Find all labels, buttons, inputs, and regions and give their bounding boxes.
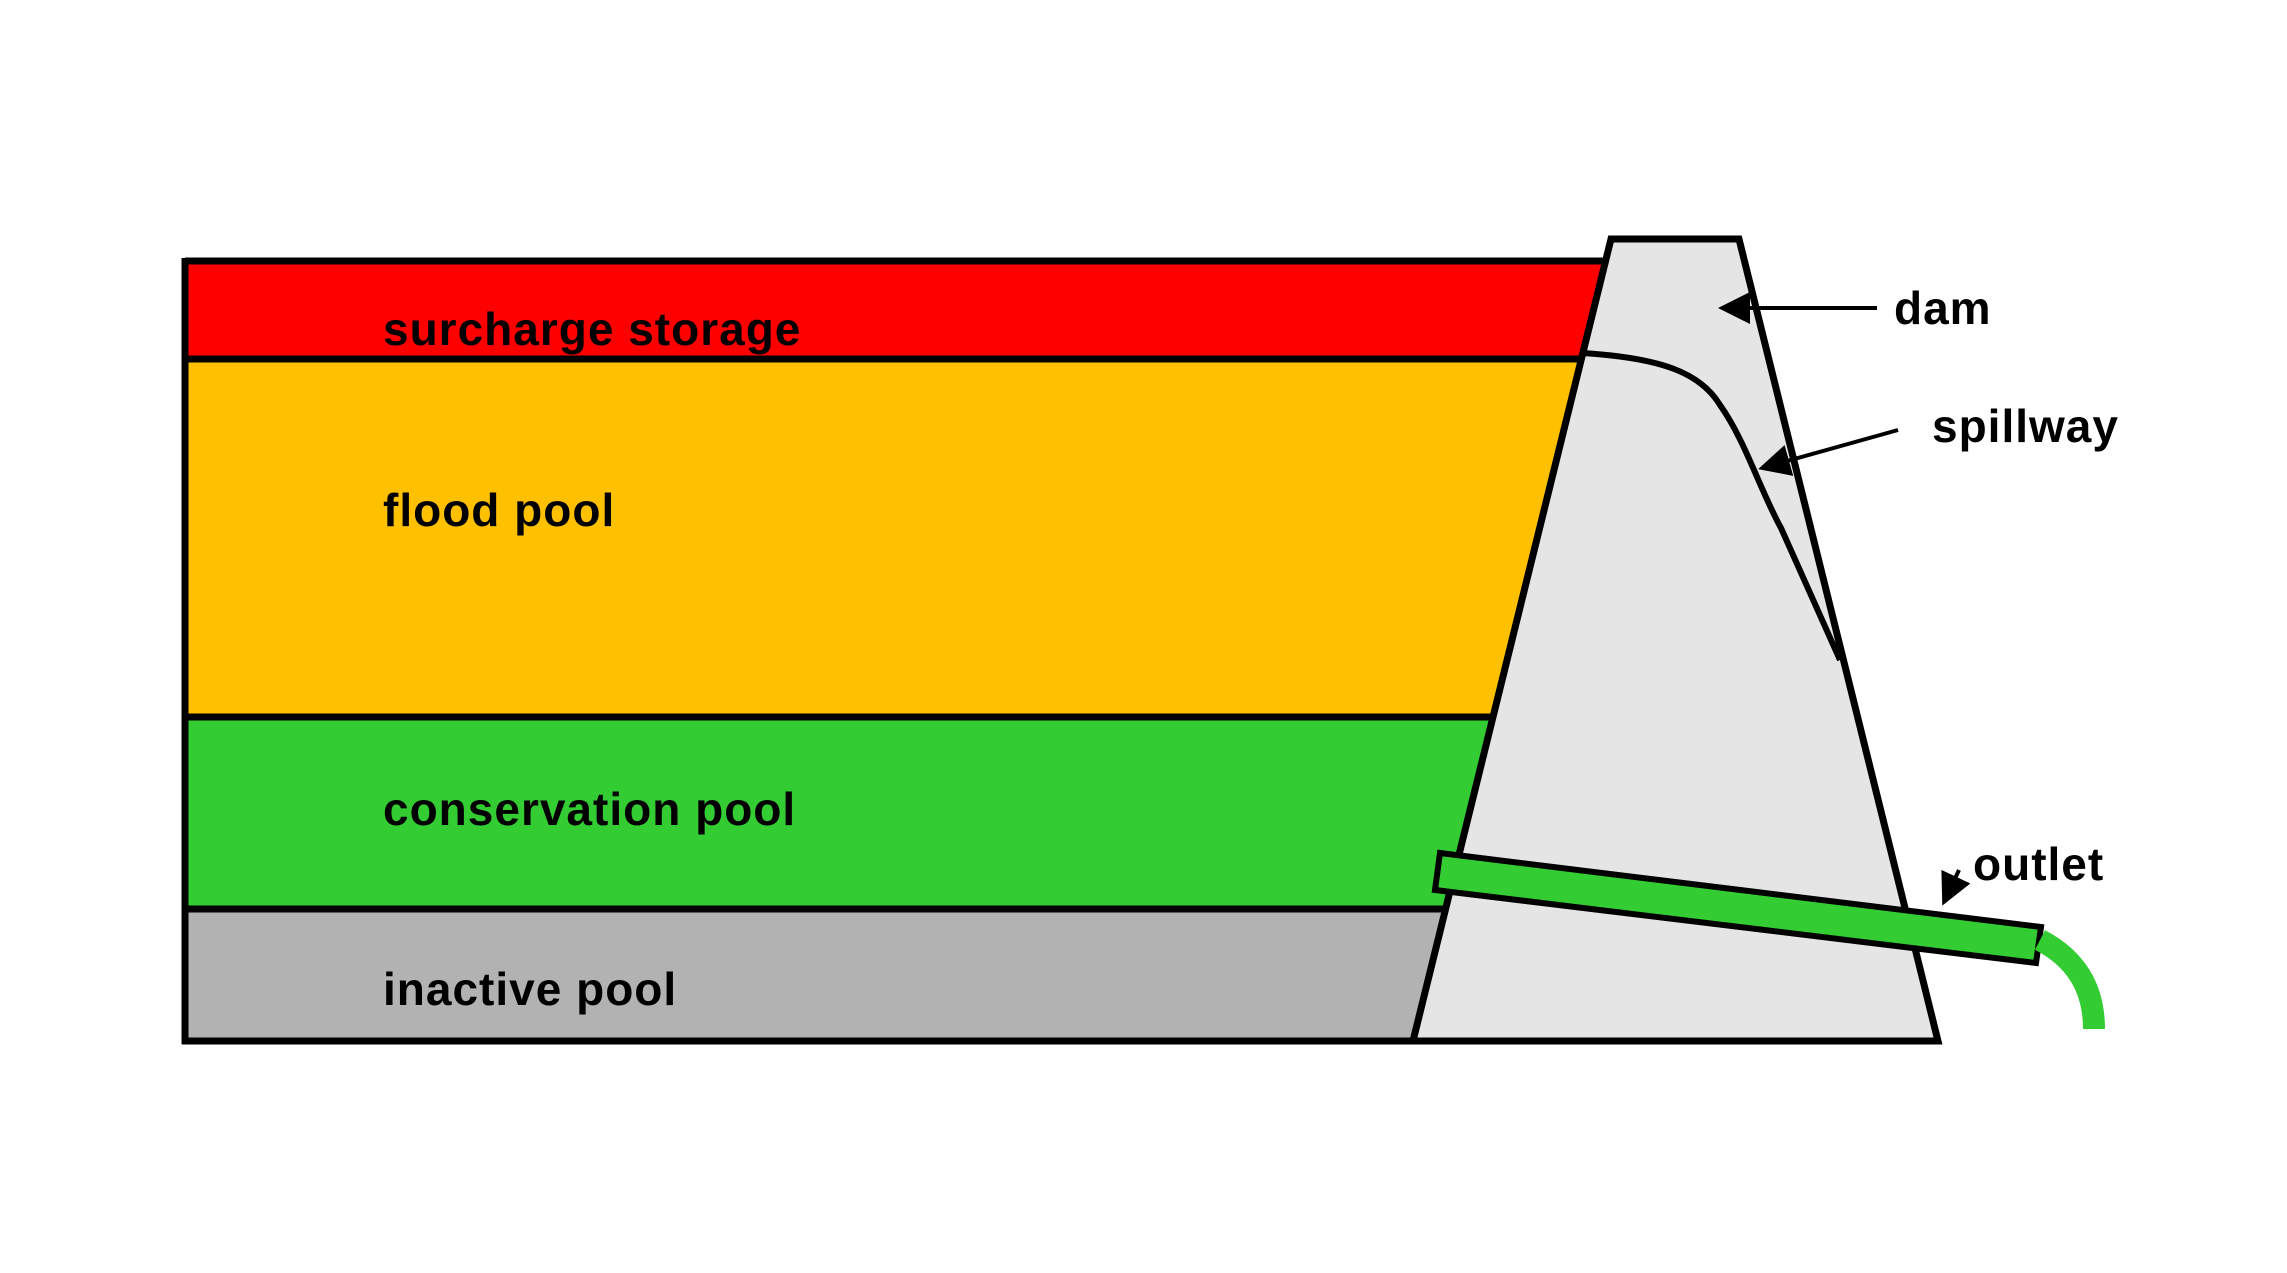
surcharge-storage-label: surcharge storage bbox=[383, 303, 801, 355]
flood-pool-zone bbox=[185, 359, 1625, 717]
outlet-discharge bbox=[2034, 930, 2105, 1030]
spillway-curve bbox=[1582, 350, 1843, 662]
dam-label: dam bbox=[1894, 282, 1992, 334]
flood-pool-label: flood pool bbox=[383, 484, 615, 536]
spillway-arrow bbox=[1758, 428, 1899, 476]
inactive-pool-zone bbox=[185, 909, 1625, 1041]
conservation-pool-zone bbox=[185, 717, 1625, 909]
conservation-pool-label: conservation pool bbox=[383, 783, 796, 835]
outlet-arrow bbox=[1941, 869, 1971, 906]
outlet-pipe bbox=[1431, 849, 2045, 967]
outlet-label: outlet bbox=[1973, 838, 2104, 890]
dam-body bbox=[1408, 235, 1943, 1045]
surcharge-storage-zone bbox=[185, 261, 1625, 359]
inactive-pool-label: inactive pool bbox=[383, 963, 677, 1015]
spillway-label: spillway bbox=[1932, 400, 2119, 452]
